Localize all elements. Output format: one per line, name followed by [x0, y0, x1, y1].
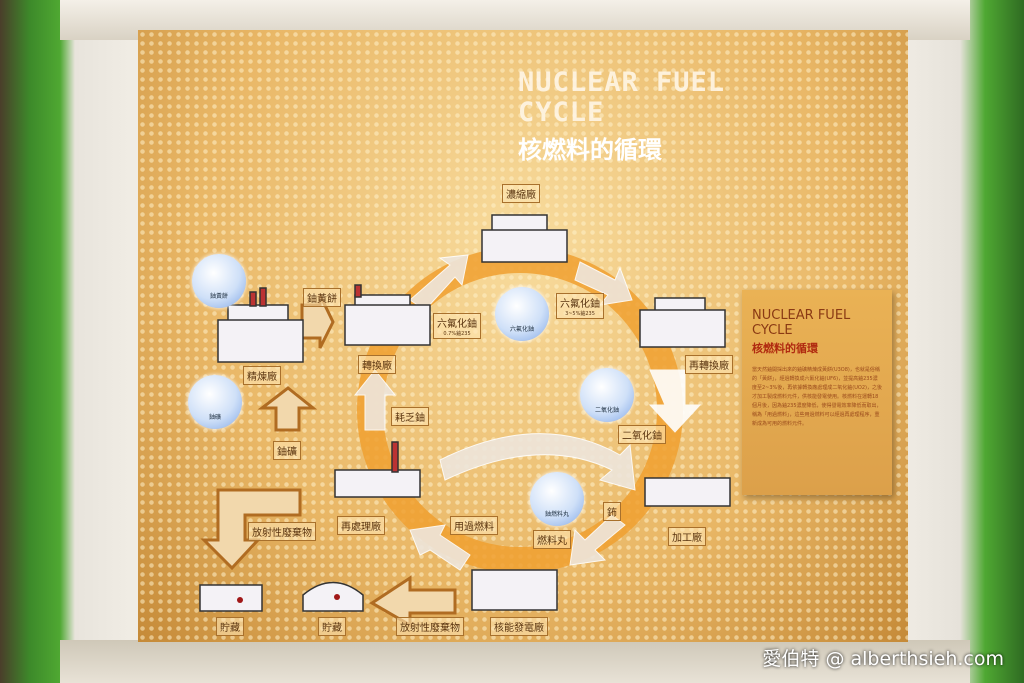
label-note: 0.7%鈾235 [443, 331, 471, 337]
label-storage-2: 貯藏 [318, 617, 346, 636]
label-nuclear-power-plant: 核能發電廠 [490, 617, 548, 636]
info-body: 當天然鈾開採出來的鈾礦精煉成黃餅(U3O8)，也就是俗稱的「黃餅」，經過轉換成六… [752, 367, 882, 427]
info-title-english: NUCLEAR FUEL CYCLE [752, 308, 851, 338]
reconversion-plant [639, 297, 726, 348]
label-enrichment-plant: 濃縮廠 [502, 184, 540, 203]
label-depleted-uranium: 耗乏鈾 [391, 407, 429, 426]
conversion-plant [344, 294, 431, 346]
buildings [199, 214, 731, 612]
label-yellowcake: 鈾黃餅 [303, 288, 341, 307]
fuel-pellet-bubble: 鈾燃料丸 [530, 472, 584, 526]
label-text: 六氟化鈾 [437, 319, 477, 330]
label-fuel-pellet: 燃料丸 [533, 530, 571, 549]
info-placard: NUCLEAR FUEL CYCLE 核燃料的循環 當天然鈾開採出來的鈾礦精煉成… [742, 290, 892, 495]
uranium-dioxide-bubble: 二氧化鈾 [580, 368, 634, 422]
info-title-chinese: 核燃料的循環 [752, 342, 818, 355]
title-english: NUCLEAR FUEL CYCLE [518, 67, 726, 128]
label-reconversion-plant: 再轉換廠 [685, 355, 733, 374]
reprocessing-plant [334, 469, 421, 498]
uf6-bubble: 六氟化鈾 [495, 287, 549, 341]
label-conversion-plant: 轉換廠 [358, 355, 396, 374]
title-chinese: 核燃料的循環 [518, 136, 662, 164]
frame [60, 640, 970, 683]
uranium-ore-bubble: 鈾礦 [188, 375, 242, 429]
storage-2 [302, 581, 364, 612]
nuclear-power-plant [471, 569, 558, 611]
storage-1 [199, 584, 263, 612]
label-refinery: 精煉廠 [243, 366, 281, 385]
arrow-up [257, 386, 318, 432]
refinery [217, 304, 304, 363]
label-radioactive-waste-2: 放射性廢棄物 [396, 617, 464, 636]
label-uranium-ore: 鈾礦 [273, 441, 301, 460]
label-uranium-dioxide: 二氧化鈾 [618, 425, 666, 444]
cycle-arrows [353, 254, 702, 571]
label-fabrication-plant: 加工廠 [668, 527, 706, 546]
label-radioactive-waste-1: 放射性廢棄物 [248, 522, 316, 541]
watermark: 愛伯特 @ alberthsieh.com [762, 648, 1004, 670]
waste-arrows [200, 294, 457, 628]
label-storage-1: 貯藏 [216, 617, 244, 636]
arrow-left [369, 575, 457, 628]
yellowcake-bubble: 鈾黃餅 [192, 254, 246, 308]
fabrication-plant [644, 477, 731, 507]
label-plutonium: 鈽 [603, 502, 621, 521]
enrichment-plant [481, 214, 568, 263]
arrow-down [200, 488, 302, 571]
chimney [354, 284, 362, 298]
label-spent-fuel: 用過燃料 [450, 516, 498, 535]
label-reprocessing-plant: 再處理廠 [337, 516, 385, 535]
label-note: 3~5%鈾235 [565, 311, 595, 317]
label-text: 六氟化鈾 [560, 299, 600, 310]
radiation-icon [237, 594, 340, 603]
